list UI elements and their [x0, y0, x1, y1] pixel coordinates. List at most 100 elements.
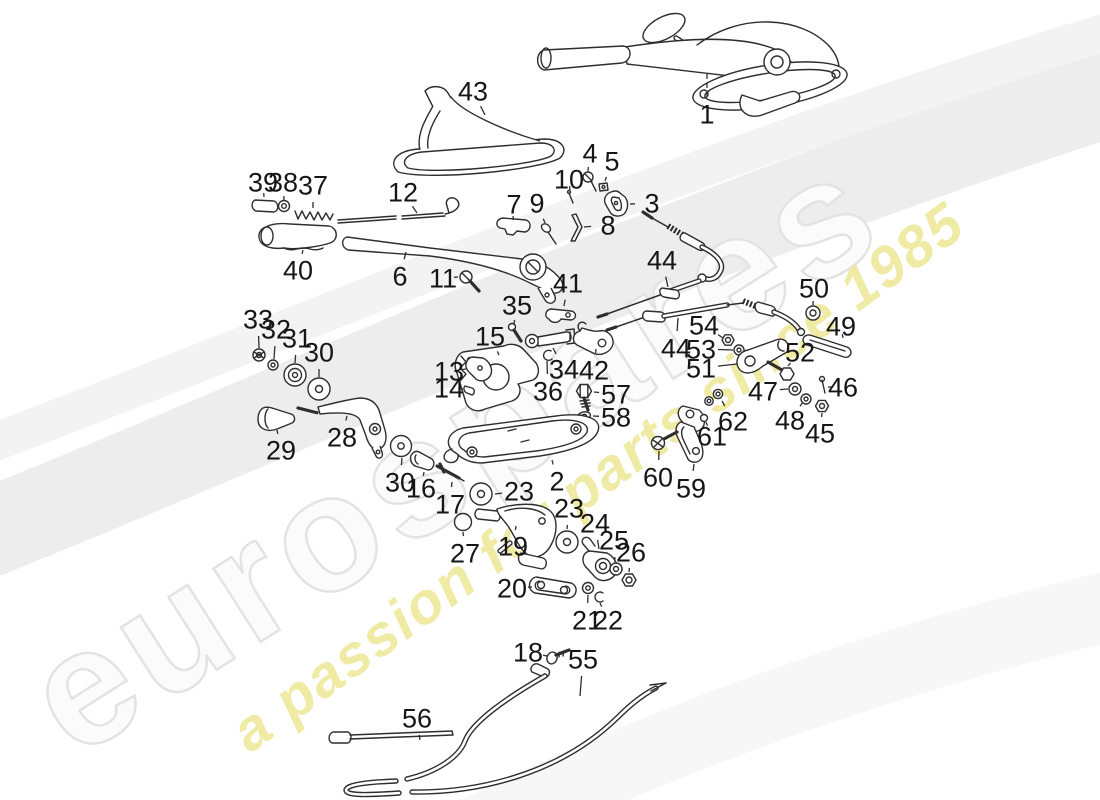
watermark-swoosh-2	[0, 14, 1100, 461]
leader-line-62	[721, 400, 726, 407]
part-callout-23: 23	[554, 494, 584, 524]
leader-line-59	[692, 463, 695, 472]
part-callout-6: 6	[392, 262, 407, 292]
part-actuator-crank-group	[474, 503, 637, 603]
part-callout-61: 61	[697, 422, 727, 452]
leader-line-5	[604, 176, 608, 182]
watermark-swoosh-3	[462, 572, 1100, 800]
leader-line-52	[787, 362, 792, 367]
part-callout-44: 44	[661, 334, 691, 364]
leader-line-29	[276, 429, 279, 435]
part-callout-21: 21	[572, 606, 602, 636]
part-callout-15: 15	[475, 322, 505, 352]
part-callout-18: 18	[513, 638, 543, 668]
part-callout-28: 28	[327, 423, 357, 453]
part-callout-49: 49	[826, 312, 856, 342]
part-callout-31: 31	[282, 324, 312, 354]
part-callout-60: 60	[643, 463, 673, 493]
part-short-cable-56	[328, 730, 454, 744]
part-callout-34: 34	[549, 355, 579, 385]
part-screw-18	[546, 648, 571, 665]
leader-line-13	[461, 368, 467, 371]
part-grip-tube	[258, 222, 337, 251]
part-callout-46: 46	[828, 373, 858, 403]
part-callout-30: 30	[385, 468, 415, 498]
leader-line-32	[273, 345, 276, 360]
leader-line-17	[450, 481, 453, 488]
part-pivot-hardware	[389, 434, 493, 532]
part-callout-24: 24	[580, 509, 610, 539]
part-callout-25: 25	[599, 526, 629, 556]
part-callout-14: 14	[434, 374, 464, 404]
leader-line-28	[345, 415, 348, 421]
leader-line-24	[596, 539, 600, 550]
part-callout-16: 16	[406, 474, 436, 504]
part-lever-arm	[341, 236, 564, 304]
part-callout-51: 51	[686, 354, 716, 384]
part-callout-35: 35	[502, 291, 532, 321]
part-callout-48: 48	[775, 406, 805, 436]
part-callout-43: 43	[458, 77, 488, 107]
part-callout-5: 5	[604, 147, 619, 177]
leader-line-22	[599, 602, 603, 607]
part-mounting-plate	[443, 414, 600, 464]
tube-highlight	[344, 779, 401, 796]
part-callout-50: 50	[799, 274, 829, 304]
part-callout-11: 11	[429, 264, 457, 294]
part-callout-55: 55	[568, 645, 598, 675]
leader-line-18	[542, 654, 548, 657]
part-callout-19: 19	[498, 532, 528, 562]
part-callout-56: 56	[402, 704, 432, 734]
drawing	[251, 12, 852, 798]
watermark-swoosh	[0, 49, 1100, 576]
leader-line-19	[514, 525, 517, 531]
part-callout-33: 33	[243, 305, 273, 335]
part-callout-30: 30	[304, 338, 334, 368]
part-washer-50	[805, 305, 821, 321]
part-callout-58: 58	[601, 403, 631, 433]
tube-highlight	[405, 674, 547, 781]
leader-line-57	[593, 391, 600, 394]
part-left-lever-group	[252, 348, 387, 459]
part-callout-37: 37	[298, 171, 328, 201]
part-callout-42: 42	[579, 356, 609, 386]
part-callout-59: 59	[676, 474, 706, 504]
part-callout-32: 32	[261, 315, 291, 345]
leader-line-49	[841, 333, 844, 339]
leader-line-53	[717, 348, 734, 351]
part-callout-22: 22	[593, 606, 623, 636]
part-callout-27: 27	[450, 539, 480, 569]
part-callout-13: 13	[434, 357, 464, 387]
part-long-cable-55	[343, 663, 667, 798]
leader-line-35	[513, 319, 516, 325]
leader-line-41	[563, 299, 566, 307]
part-callout-26: 26	[616, 538, 646, 568]
part-callout-9: 9	[529, 189, 544, 219]
part-callout-53: 53	[686, 335, 716, 365]
leader-line-6	[403, 251, 407, 260]
leader-line-31	[294, 354, 297, 364]
leader-line-2	[551, 459, 554, 465]
part-handbrake-assembly	[536, 12, 848, 117]
part-callout-17: 17	[435, 490, 465, 520]
tube-highlight	[662, 303, 729, 318]
leader-line-44	[665, 276, 669, 288]
part-callout-47: 47	[748, 377, 778, 407]
part-callout-12: 12	[388, 178, 418, 208]
leader-line-16	[422, 471, 425, 477]
leader-line-47	[779, 388, 789, 391]
leader-line-40	[301, 249, 304, 255]
part-bolt-57-washer-58	[575, 383, 593, 421]
tube-highlight	[498, 541, 512, 553]
leader-line-44	[676, 317, 679, 332]
part-callout-23: 23	[504, 477, 534, 507]
part-link-strap-group	[650, 388, 724, 463]
part-callout-62: 62	[718, 407, 748, 437]
part-callout-38: 38	[268, 168, 298, 198]
leader-line-54	[717, 334, 724, 339]
part-callout-3: 3	[644, 189, 659, 219]
leader-line-51	[717, 363, 738, 367]
part-callout-54: 54	[689, 311, 719, 341]
callout-leaders	[257, 74, 844, 741]
